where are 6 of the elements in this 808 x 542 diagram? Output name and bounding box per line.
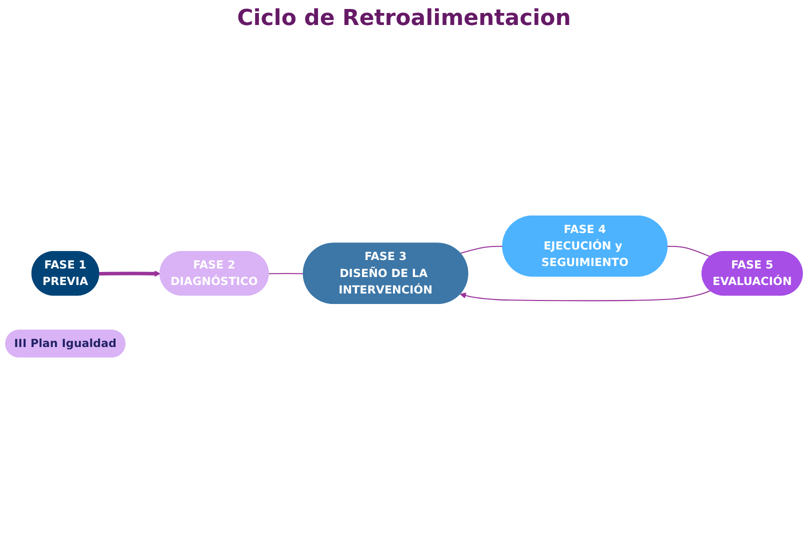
connector bbox=[268, 272, 304, 274]
connector bbox=[460, 246, 503, 254]
arrow bbox=[99, 270, 160, 277]
center-label: Ciclo de Retroalimentacion bbox=[237, 6, 571, 31]
connector bbox=[668, 246, 711, 258]
arrow bbox=[460, 290, 711, 302]
